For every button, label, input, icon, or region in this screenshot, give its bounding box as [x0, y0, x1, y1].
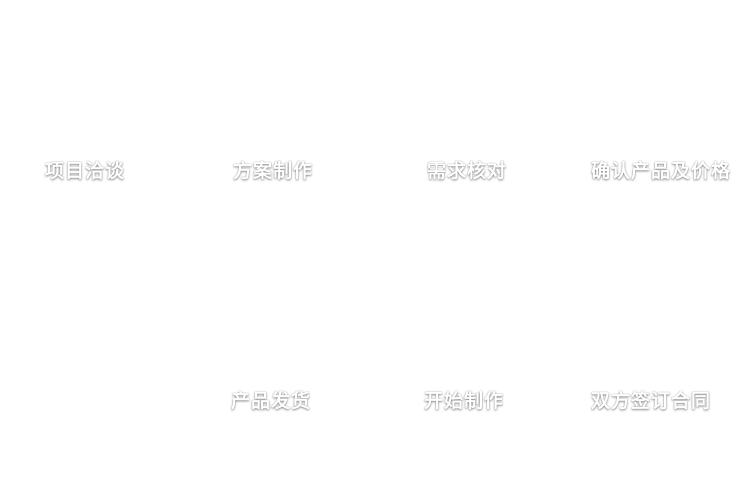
step-label-start-production: 开始制作	[424, 390, 505, 412]
step-label-product-shipping: 产品发货	[231, 390, 312, 412]
step-label-sign-contract: 双方签订合同	[591, 390, 712, 412]
step-label-project-negotiation: 项目洽谈	[45, 160, 126, 182]
step-label-confirm-product-price: 确认产品及价格	[591, 160, 732, 182]
step-label-requirements-check: 需求核对	[427, 160, 508, 182]
step-label-plan-creation: 方案制作	[233, 160, 314, 182]
